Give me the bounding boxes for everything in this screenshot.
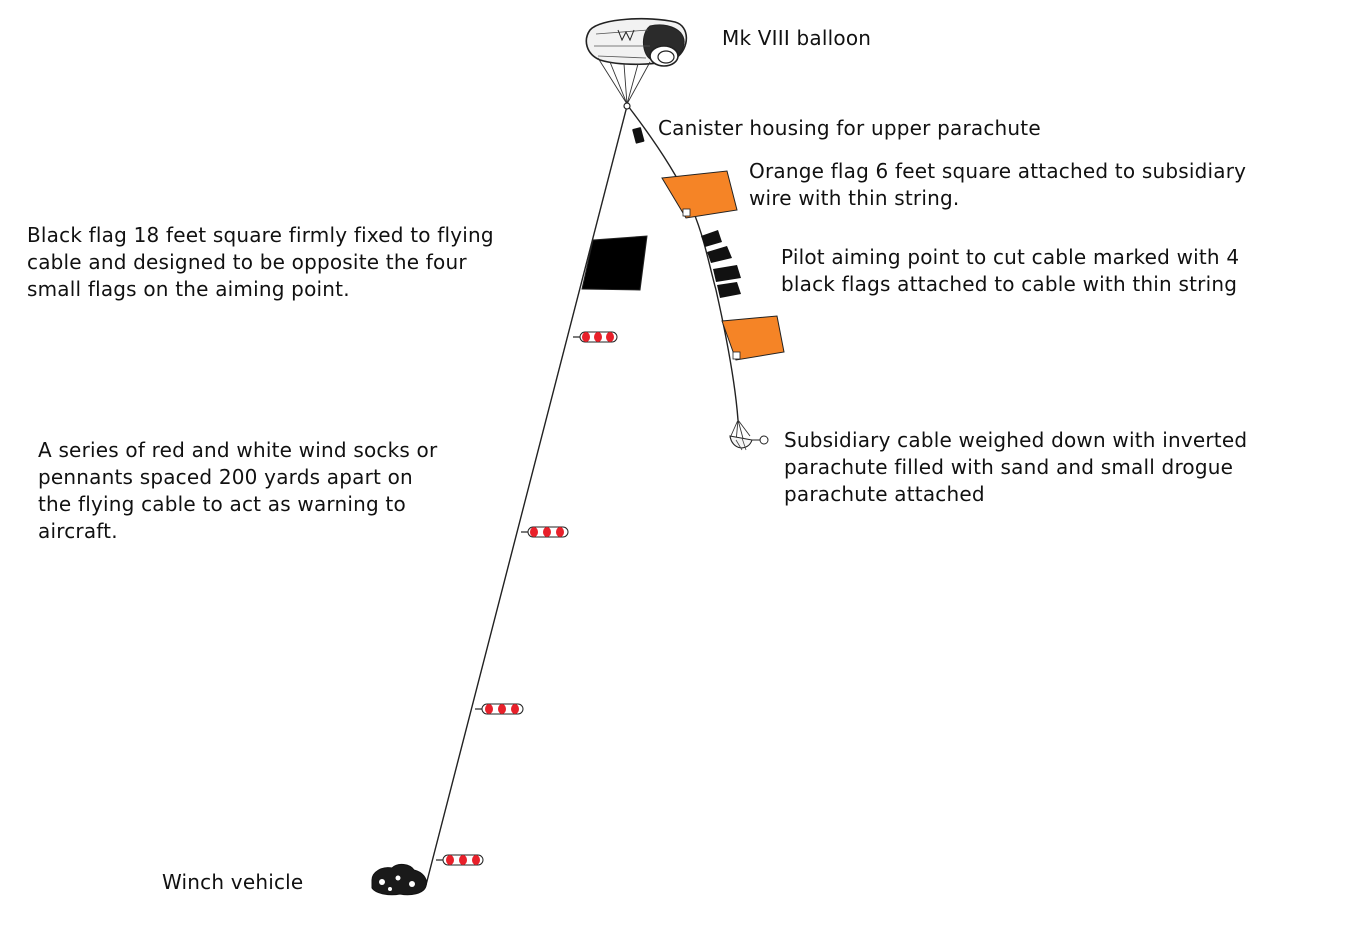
canister-icon (632, 127, 645, 144)
label-wind-socks: A series of red and white wind socks or … (38, 437, 437, 545)
label-line: Subsidiary cable weighed down with inver… (784, 428, 1248, 452)
label-subsidiary-cable: Subsidiary cable weighed down with inver… (784, 427, 1247, 508)
windsock-1 (573, 331, 618, 343)
label-line: small flags on the aiming point. (27, 277, 350, 301)
label-aiming-point: Pilot aiming point to cut cable marked w… (781, 244, 1239, 298)
windsock-4 (436, 854, 484, 866)
windsock-3 (475, 703, 524, 715)
large-black-flag (581, 235, 648, 291)
label-line: parachute filled with sand and small dro… (784, 455, 1234, 479)
label-line: pennants spaced 200 yards apart on (38, 465, 413, 489)
label-line: aircraft. (38, 519, 118, 543)
aiming-point-black-flags (701, 230, 741, 298)
label-line: Orange flag 6 feet square attached to su… (749, 159, 1247, 183)
orange-flag-lower (721, 315, 785, 361)
label-line: the flying cable to act as warning to (38, 492, 406, 516)
orange-flag-upper (661, 170, 738, 219)
label-line: parachute attached (784, 482, 985, 506)
balloon-icon (585, 17, 688, 110)
subsidiary-cable (627, 105, 739, 421)
label-line: Black flag 18 feet square firmly fixed t… (27, 223, 494, 247)
label-black-flag: Black flag 18 feet square firmly fixed t… (27, 222, 494, 303)
flying-cable (425, 105, 628, 886)
label-orange-flag: Orange flag 6 feet square attached to su… (749, 158, 1246, 212)
label-winch: Winch vehicle (162, 869, 303, 896)
label-line: wire with thin string. (749, 186, 960, 210)
label-line: black flags attached to cable with thin … (781, 272, 1238, 296)
label-line: A series of red and white wind socks or (38, 438, 438, 462)
label-line: Winch vehicle (162, 870, 304, 894)
label-line: Pilot aiming point to cut cable marked w… (781, 245, 1240, 269)
winch-vehicle-icon (371, 863, 427, 896)
inverted-parachute-icon (729, 419, 769, 451)
label-line: Mk VIII balloon (722, 26, 872, 50)
windsock-2 (521, 526, 569, 538)
label-line: Canister housing for upper parachute (658, 116, 1041, 140)
label-canister: Canister housing for upper parachute (658, 115, 1041, 142)
label-line: cable and designed to be opposite the fo… (27, 250, 467, 274)
label-balloon: Mk VIII balloon (722, 25, 871, 52)
